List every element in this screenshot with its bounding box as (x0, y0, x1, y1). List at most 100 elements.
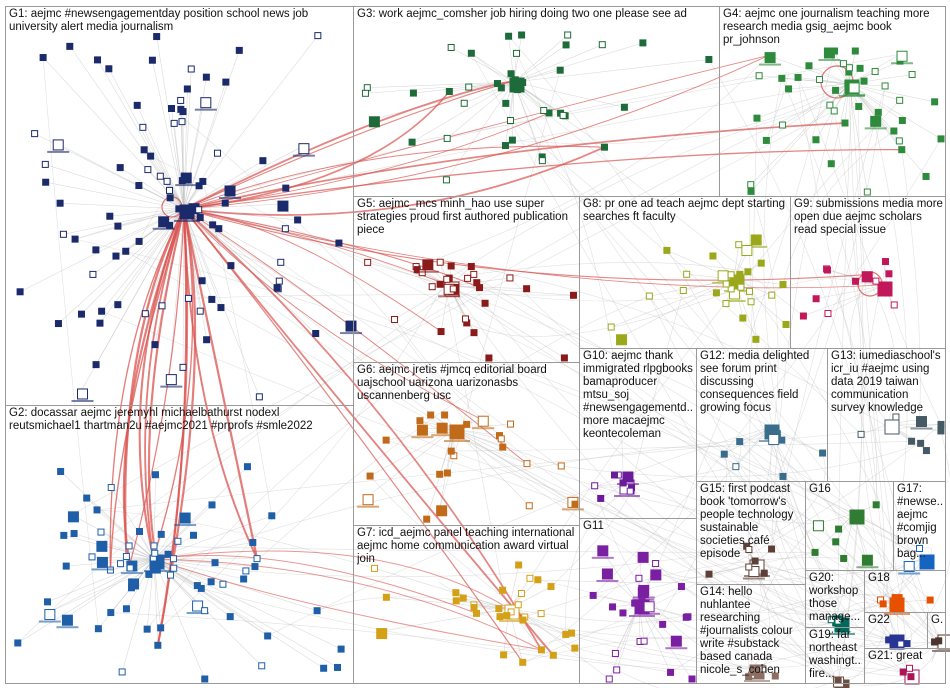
user-node (747, 298, 755, 306)
user-node (135, 182, 143, 190)
node-label-mark (614, 495, 640, 497)
node-label-mark (175, 184, 198, 187)
group-panel-g12: G12: media delighted see forum print dis… (696, 348, 828, 482)
user-node (470, 604, 478, 612)
user-node (436, 258, 444, 266)
user-node (106, 212, 114, 220)
user-node (70, 530, 78, 538)
user-node (320, 664, 328, 672)
user-node (812, 136, 820, 144)
user-node (334, 663, 342, 671)
user-node (659, 620, 667, 628)
edge (467, 278, 894, 639)
edge (153, 558, 231, 617)
user-node (312, 329, 320, 337)
edge (446, 81, 515, 181)
group-label-g3: G3: work aejmc_comsher job hiring doing … (357, 8, 687, 20)
user-node (199, 177, 207, 185)
user-node (812, 520, 824, 532)
edge (63, 535, 155, 560)
edge (655, 560, 756, 578)
edge (537, 579, 764, 670)
edge (808, 65, 850, 85)
user-node (470, 329, 478, 337)
group-panel-g10: G10: aejmc thank immigrated rlpgbooks ba… (579, 348, 697, 519)
user-node (157, 624, 165, 632)
user-node (508, 136, 516, 144)
user-node (505, 32, 513, 40)
node-label-mark (499, 620, 525, 622)
user-node (105, 65, 113, 73)
edge (746, 85, 886, 547)
edge (594, 466, 736, 488)
user-node (170, 564, 178, 572)
user-node (208, 295, 216, 303)
group-label-g21: G21: great (868, 650, 923, 662)
edge (74, 75, 760, 240)
user-node (195, 206, 203, 214)
edge (394, 285, 450, 320)
user-node (313, 607, 321, 615)
user-node (88, 553, 96, 561)
node-label-mark (431, 434, 454, 437)
edge (471, 266, 912, 442)
user-node (443, 469, 451, 477)
user-node (209, 221, 217, 229)
user-node (221, 199, 229, 207)
edge (873, 119, 908, 604)
group-label-g2: G2: docassar aejmc jeremyhl michaelbathu… (9, 407, 313, 432)
user-node (851, 47, 859, 55)
group-label-g1: G1: aejmc #newsengagementday position sc… (9, 8, 309, 33)
edge (446, 279, 839, 684)
edge (848, 83, 935, 103)
user-node (597, 494, 605, 502)
edge (782, 476, 912, 677)
user-node (597, 545, 609, 557)
edge (42, 57, 99, 629)
edge (739, 274, 935, 643)
edge (513, 44, 567, 83)
edge (616, 669, 837, 688)
node-label-mark (898, 572, 921, 575)
user-node (128, 578, 140, 590)
user-node (170, 119, 178, 127)
user-node (122, 247, 130, 255)
node-label-mark (174, 524, 197, 527)
user-node (819, 449, 827, 457)
user-node (839, 60, 847, 68)
user-node (709, 252, 717, 260)
user-node (460, 99, 468, 107)
user-node (427, 411, 435, 419)
user-node (43, 598, 51, 606)
user-node (42, 178, 50, 186)
user-node (54, 320, 62, 328)
edge (446, 81, 515, 139)
user-node (436, 470, 444, 478)
edge (837, 85, 853, 684)
user-node (720, 450, 728, 458)
node-label-mark (723, 299, 746, 302)
user-node (735, 241, 743, 249)
group-panel-g11: G11 (579, 518, 697, 684)
user-node (77, 310, 85, 318)
user-node (243, 463, 251, 471)
node-label-mark (665, 647, 688, 650)
node-label-mark (219, 196, 242, 199)
group-panel-g2: G2: docassar aejmc jeremyhl michaelbathu… (5, 405, 354, 684)
user-node (905, 664, 913, 672)
edge (142, 127, 185, 210)
user-node (845, 64, 853, 72)
edge (425, 55, 769, 264)
node-label-mark (759, 63, 782, 66)
edge (760, 572, 839, 684)
node-label-mark (742, 577, 765, 580)
user-node (52, 139, 64, 151)
user-node (926, 596, 934, 604)
user-node (712, 289, 720, 297)
user-node (645, 292, 653, 300)
edge (748, 118, 758, 677)
user-node (890, 127, 898, 135)
user-node (335, 239, 343, 247)
user-node (442, 176, 450, 184)
